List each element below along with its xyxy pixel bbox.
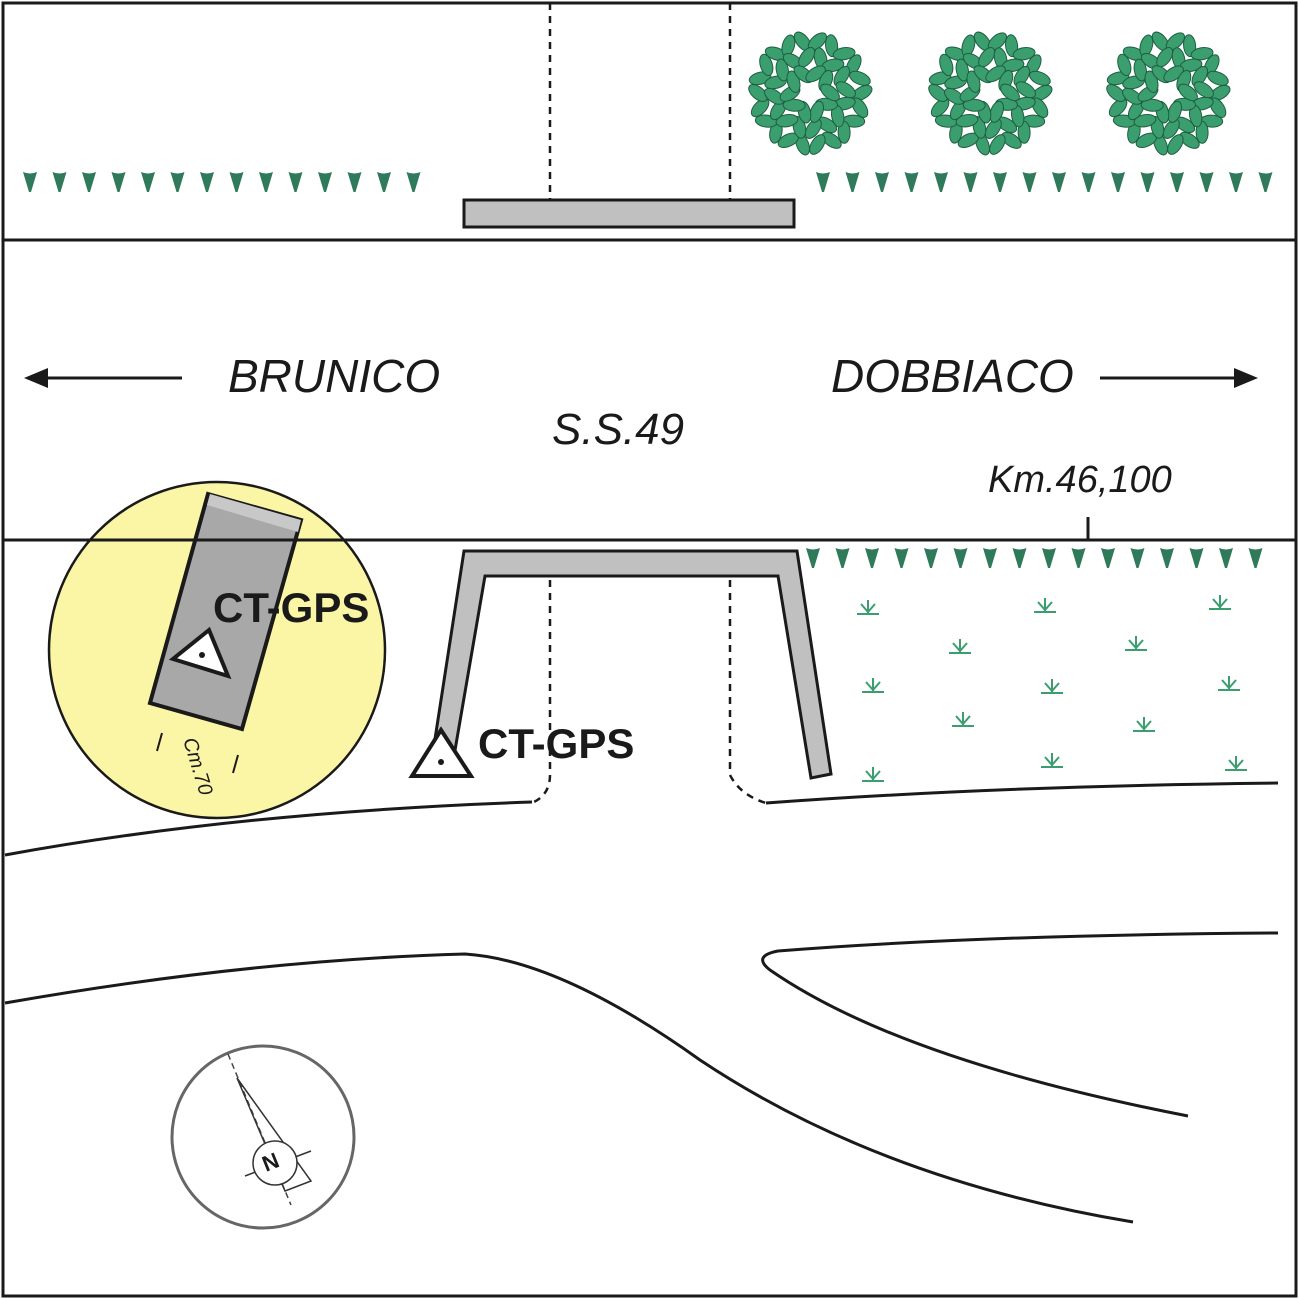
grass-tuft-icon — [983, 548, 997, 568]
triangle-benchmark-icon — [168, 626, 232, 680]
grass-tuft-icon — [816, 172, 830, 192]
grass-tuft-icon — [347, 172, 362, 192]
grass-tuft-icon — [1170, 172, 1184, 192]
grass-tuft-icon — [259, 172, 273, 192]
grass-tuft-icon — [1258, 172, 1273, 192]
station-label-detail: CT-GPS — [213, 584, 369, 631]
grass-tuft-icon — [111, 172, 126, 192]
grass-tuft-icon — [862, 678, 884, 693]
culvert-wall-lower — [431, 549, 833, 780]
grass-tuft-icon — [1140, 172, 1155, 192]
grass-tuft-icon — [1071, 548, 1086, 568]
dimension-tick-right — [232, 754, 239, 774]
grass-tuft-icon — [170, 172, 185, 192]
grass-tuft-icon — [1199, 172, 1214, 192]
grass-tuft-icon — [1022, 172, 1037, 192]
grass-tuft-icon — [1012, 548, 1027, 568]
grass-tuft-icon — [288, 172, 303, 192]
grass-tuft-icon — [229, 172, 244, 192]
station-label-main: CT-GPS — [478, 720, 634, 767]
culvert-slab-top — [462, 198, 796, 229]
town-label-brunico: BRUNICO — [228, 350, 440, 402]
grass-tuft-icon — [1225, 756, 1247, 771]
grass-tuft-icon — [1041, 753, 1063, 768]
grass-tuft-icon — [894, 548, 909, 568]
grass-tuft-icon — [904, 172, 919, 192]
grass-tuft-icon — [875, 172, 889, 192]
grass-tuft-icon — [953, 548, 968, 568]
grass-tuft-icon — [1081, 172, 1096, 192]
grass-tuft-icon — [806, 548, 820, 568]
grass-row-mid-right — [806, 548, 1263, 568]
road-label: S.S.49 — [552, 405, 684, 454]
grass-tuft-icon — [845, 172, 860, 192]
grass-tuft-icon — [1052, 172, 1066, 192]
tree-icon — [928, 31, 1053, 156]
km-marker-label: Km.46,100 — [988, 459, 1172, 501]
side-road-south-edge — [4, 952, 1134, 1224]
culvert-dashed-left-bottom — [531, 580, 552, 805]
dimension-tick-left — [156, 732, 163, 752]
tree-row — [748, 31, 1231, 156]
grass-tuft-icon — [82, 172, 96, 192]
pillar-top — [207, 494, 301, 532]
grass-tuft-icon — [949, 639, 971, 654]
town-label-dobbiaco: DOBBIACO — [831, 350, 1074, 402]
grass-tuft-icon — [857, 600, 879, 615]
grass-tuft-icon — [1034, 598, 1056, 613]
tree-icon — [748, 31, 873, 156]
grass-tuft-icon — [406, 172, 421, 192]
grass-tuft-icon — [1125, 636, 1147, 651]
grass-tuft-icon — [924, 548, 938, 568]
grass-tuft-icon — [1209, 595, 1231, 610]
culvert-dashed-right-bottom — [728, 580, 767, 805]
grass-tuft-icon — [1248, 548, 1263, 568]
grass-tuft-icon — [865, 548, 879, 568]
grass-tuft-icon — [862, 767, 884, 782]
side-road-north-edge-right — [765, 781, 1279, 805]
grass-tuft-icon — [963, 172, 978, 192]
grass-tuft-icon — [1219, 548, 1233, 568]
grass-tuft-icon — [835, 548, 850, 568]
grass-tuft-icon — [1189, 548, 1204, 568]
meadow-tufts — [857, 595, 1247, 782]
grass-tuft-icon — [1111, 172, 1125, 192]
grass-tuft-icon — [952, 712, 974, 727]
grass-row-top-right — [816, 172, 1273, 192]
grass-tuft-icon — [1101, 548, 1115, 568]
grass-tuft-icon — [318, 172, 332, 192]
grass-tuft-icon — [1042, 548, 1056, 568]
grass-tuft-icon — [1229, 172, 1243, 192]
grass-tuft-icon — [23, 172, 37, 192]
grass-tuft-icon — [1041, 679, 1063, 694]
grass-tuft-icon — [934, 172, 948, 192]
arrow-left-icon — [24, 368, 182, 388]
grass-tuft-icon — [1133, 717, 1155, 732]
grass-row-top-left — [23, 172, 421, 192]
grass-tuft-icon — [1130, 548, 1145, 568]
grass-tuft-icon — [1160, 548, 1174, 568]
arrow-right-icon — [1100, 368, 1258, 388]
grass-tuft-icon — [377, 172, 391, 192]
grass-tuft-icon — [141, 172, 155, 192]
branch-road-edge — [761, 931, 1279, 1118]
grass-tuft-icon — [52, 172, 67, 192]
grass-tuft-icon — [1218, 676, 1240, 691]
tree-icon — [1106, 31, 1231, 156]
grass-tuft-icon — [200, 172, 214, 192]
north-arrow-icon: N — [170, 1044, 356, 1230]
side-road-north-edge-left — [4, 800, 533, 857]
triangle-benchmark-icon — [408, 726, 475, 778]
grass-tuft-icon — [993, 172, 1007, 192]
